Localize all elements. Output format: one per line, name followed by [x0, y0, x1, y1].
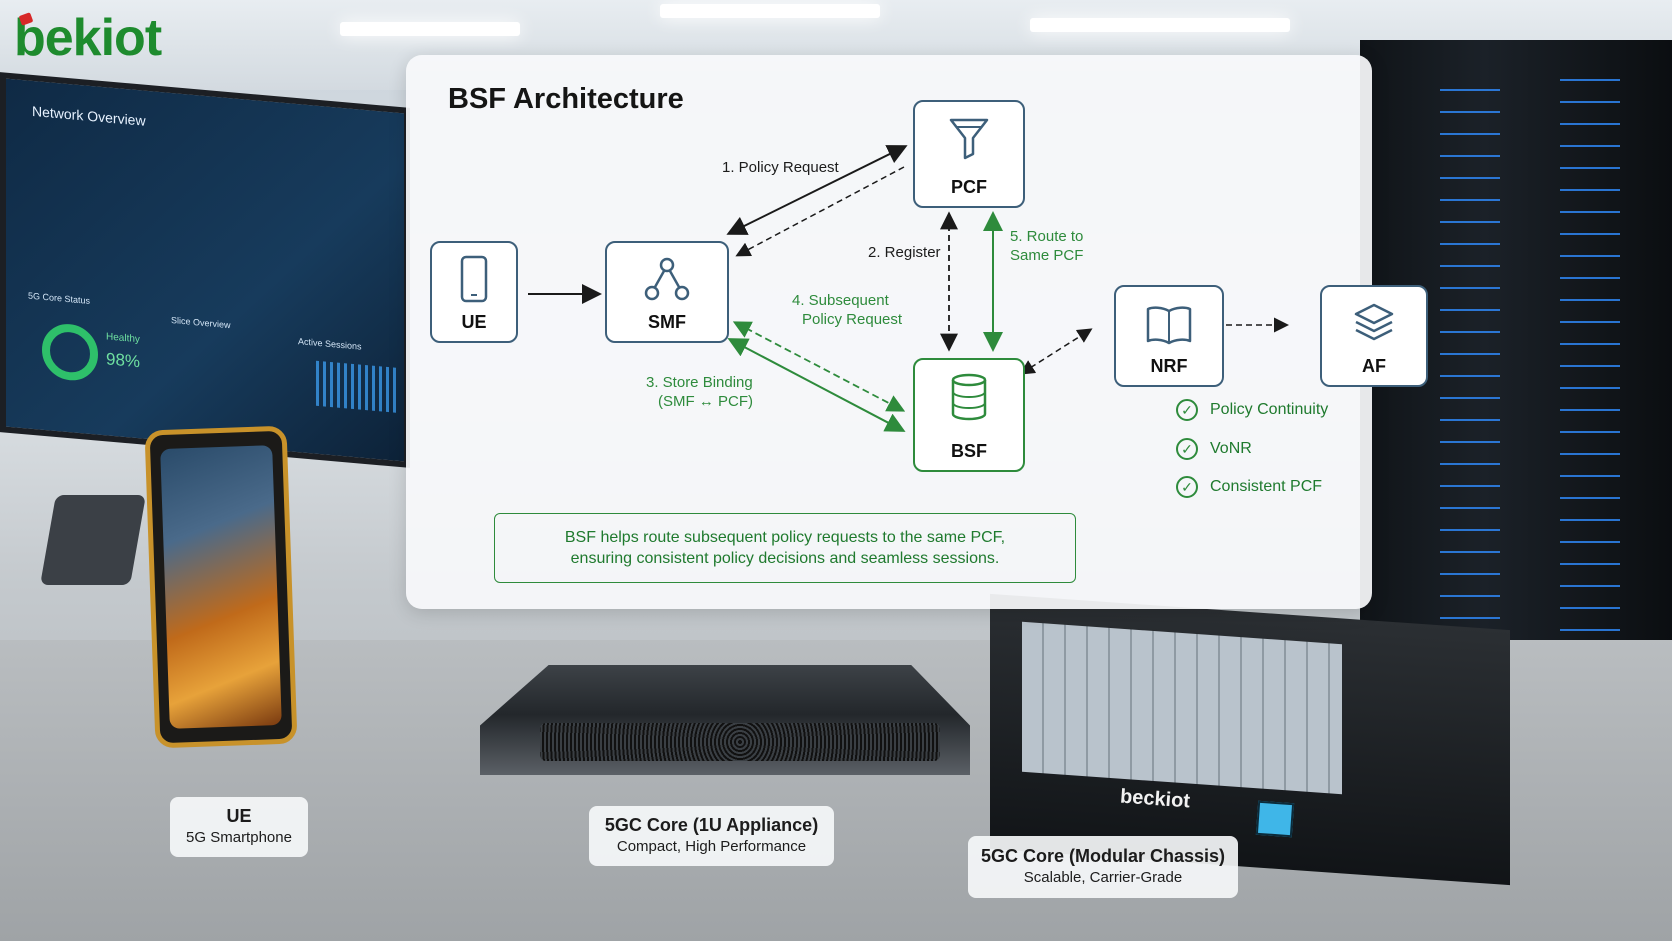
node-af-label: AF: [1362, 356, 1386, 376]
chassis-brand: beckiot: [1119, 785, 1191, 813]
info-box: BSF helps route subsequent policy reques…: [494, 513, 1076, 583]
benefit-item: ✓ VoNR: [1176, 436, 1252, 462]
phone-screen: [160, 445, 282, 729]
health-value: 98%: [106, 349, 141, 372]
caption-appliance-title: 5GC Core (1U Appliance): [604, 815, 819, 835]
open-book-icon: [1146, 306, 1192, 345]
benefit-item: ✓ Consistent PCF: [1176, 474, 1322, 500]
node-bsf-label: BSF: [951, 441, 987, 461]
caption-ue: UE 5G Smartphone: [170, 797, 308, 857]
ceiling-light: [1030, 18, 1290, 32]
node-nrf-label: NRF: [1150, 356, 1188, 376]
check-circle-icon: ✓: [1176, 476, 1198, 498]
node-smf-label: SMF: [648, 312, 686, 332]
diagram-title: BSF Architecture: [448, 83, 684, 115]
health-label: Healthy: [106, 331, 140, 346]
check-circle-icon: ✓: [1176, 399, 1198, 421]
rack-leds: [1440, 80, 1500, 720]
label-store-binding-1: 3. Store Binding: [646, 374, 753, 391]
rack-leds: [1560, 70, 1620, 710]
desk-phone: [40, 495, 146, 585]
monitor-active-sessions: Active Sessions: [298, 336, 362, 352]
caption-chassis-subtitle: Scalable, Carrier-Grade: [1023, 869, 1183, 886]
benefit-item: ✓ Policy Continuity: [1176, 397, 1328, 423]
caption-chassis-title: 5GC Core (Modular Chassis): [980, 846, 1226, 866]
monitor-title: Network Overview: [32, 102, 146, 129]
label-subsequent-1: 4. Subsequent: [792, 292, 889, 309]
network-share-icon: [644, 257, 690, 301]
caption-appliance: 5GC Core (1U Appliance) Compact, High Pe…: [589, 806, 834, 866]
node-ue-label: UE: [461, 312, 487, 332]
benefit-label: Policy Continuity: [1210, 401, 1329, 418]
appliance-grill: [540, 723, 940, 761]
node-smf: SMF: [605, 241, 729, 343]
edge-smf-bsf-subsequent: [732, 321, 906, 412]
sessions-bars: [316, 360, 396, 413]
ceiling-light: [340, 22, 520, 36]
node-pcf: PCF: [913, 100, 1025, 208]
label-subsequent-2: Policy Request: [802, 311, 903, 328]
monitor-slice-overview: Slice Overview: [171, 315, 231, 331]
label-policy-request: 1. Policy Request: [722, 159, 839, 176]
architecture-panel: BSF Architecture UE: [406, 55, 1372, 609]
edge-smf-pcf: [726, 145, 908, 235]
caption-appliance-subtitle: Compact, High Performance: [616, 838, 807, 855]
database-icon: [951, 373, 987, 421]
info-line-2: ensuring consistent policy decisions and…: [570, 550, 1000, 567]
label-route-1: 5. Route to: [1010, 228, 1084, 245]
label-route-2: Same PCF: [1010, 247, 1084, 264]
label-store-binding-2: (SMF ↔ PCF): [658, 393, 753, 410]
brand-logo: bekiot: [14, 9, 162, 67]
monitor-core-status: 5G Core Status: [28, 290, 91, 306]
chassis-slots: [1022, 621, 1342, 795]
benefit-label: Consistent PCF: [1210, 478, 1323, 495]
layers-stack-icon: [1354, 303, 1394, 341]
filter-funnel-icon: [949, 118, 989, 160]
info-line-1: BSF helps route subsequent policy reques…: [564, 529, 1006, 546]
ceiling-light: [660, 4, 880, 18]
smartphone-icon: [460, 255, 488, 303]
caption-chassis: 5GC Core (Modular Chassis) Scalable, Car…: [968, 836, 1238, 898]
ue-smartphone: [144, 425, 298, 749]
caption-ue-subtitle: 5G Smartphone: [186, 829, 292, 846]
label-register: 2. Register: [868, 244, 941, 261]
caption-ue-title: UE: [226, 806, 252, 826]
benefit-label: VoNR: [1210, 440, 1252, 457]
edge-bsf-nrf: [1019, 328, 1093, 375]
node-ue: UE: [430, 241, 518, 343]
diagram-connectors: [528, 145, 1289, 432]
check-circle-icon: ✓: [1176, 438, 1198, 460]
chassis-lcd: [1255, 800, 1295, 838]
node-bsf: BSF: [913, 358, 1025, 472]
network-monitor-wall: Network Overview 5G Core Status Slice Ov…: [0, 72, 410, 468]
health-donut: [42, 321, 98, 383]
node-nrf: NRF: [1114, 285, 1224, 387]
node-af-box: AF: [1320, 285, 1428, 387]
node-pcf-label: PCF: [951, 177, 987, 197]
edge-smf-bsf-store: [727, 338, 906, 432]
edge-pcf-smf-dashed: [735, 166, 905, 257]
